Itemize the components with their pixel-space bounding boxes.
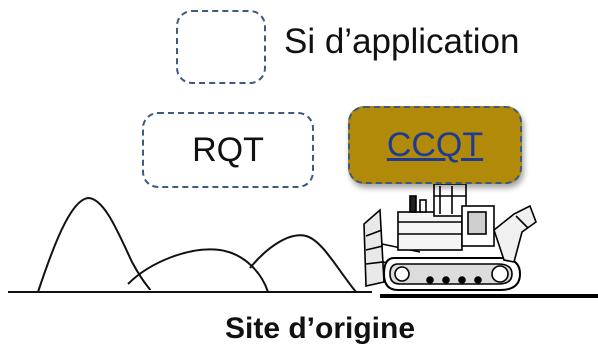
ccqt-box[interactable]: CCQT (348, 106, 522, 184)
mound-right (249, 234, 357, 293)
ccqt-link[interactable]: CCQT (386, 125, 484, 164)
site-origin-label: Site d’origine (224, 312, 416, 345)
rqt-box: RQT (142, 112, 314, 188)
bulldozer-icon (363, 183, 537, 291)
mound-middle (127, 248, 269, 293)
legend-label: Si d’application (284, 22, 520, 61)
legend-swatch (176, 10, 266, 84)
mound-large (37, 196, 151, 293)
rqt-label: RQT (192, 130, 264, 169)
